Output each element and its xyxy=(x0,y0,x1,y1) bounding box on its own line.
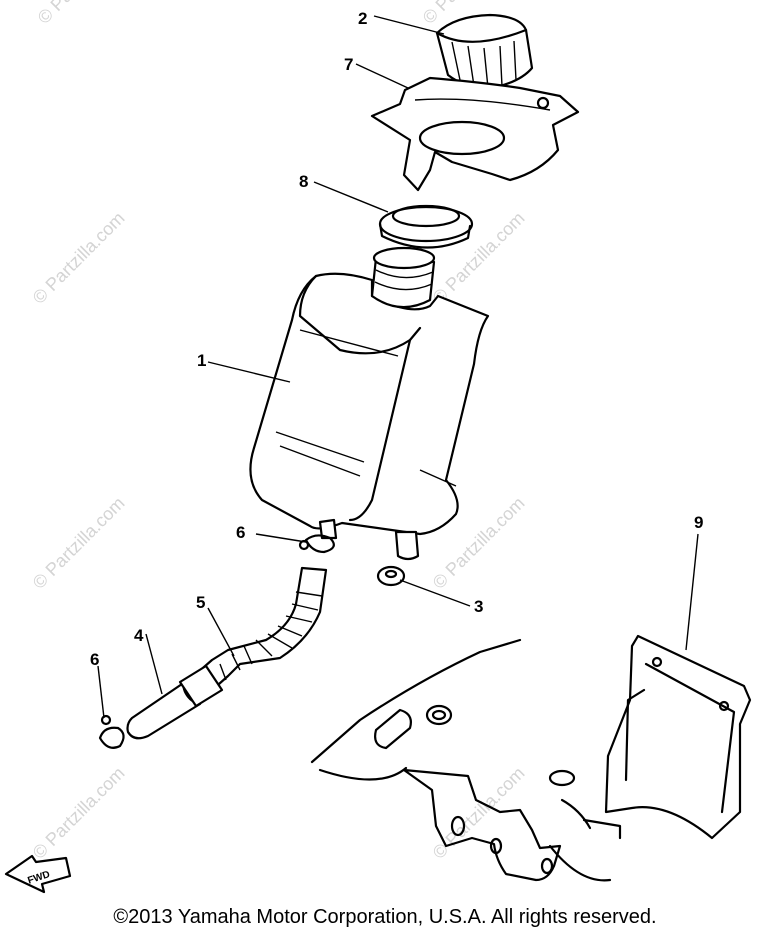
watermark: © Partzilla.com xyxy=(29,208,129,308)
part-hose-clip-lower xyxy=(98,714,125,749)
copyright-notice: ©2013 Yamaha Motor Corporation, U.S.A. A… xyxy=(113,906,657,928)
callout-labels: 1 2 3 4 5 6 6 7 8 9 xyxy=(90,9,703,669)
part-hose-clip-upper xyxy=(298,534,335,554)
callout-6-upper: 6 xyxy=(236,523,245,542)
part-tank-bracket xyxy=(604,634,752,840)
callout-9: 9 xyxy=(694,513,703,532)
part-cap-bracket xyxy=(370,76,580,192)
watermark: © Partzilla.com xyxy=(429,763,529,863)
callout-3: 3 xyxy=(474,597,483,616)
callout-8: 8 xyxy=(299,172,308,191)
callout-1: 1 xyxy=(197,351,206,370)
callout-7: 7 xyxy=(344,55,353,74)
watermark: © Partzilla.com xyxy=(29,493,129,593)
part-oil-pipe xyxy=(126,664,224,740)
part-oil-hose xyxy=(194,566,328,694)
part-washer xyxy=(376,565,406,587)
watermark: © Partzilla.com xyxy=(29,763,129,863)
callout-5: 5 xyxy=(196,593,205,612)
frame-section xyxy=(310,638,622,882)
part-grommet xyxy=(378,204,474,249)
leader-lines xyxy=(97,15,699,719)
forward-arrow-icon: FWD xyxy=(4,854,72,894)
callout-4: 4 xyxy=(134,626,144,645)
callout-2: 2 xyxy=(358,9,367,28)
callout-6-lower: 6 xyxy=(90,650,99,669)
part-oil-tank xyxy=(249,246,490,561)
part-tank-cap xyxy=(435,13,534,89)
watermark: © Partzilla.com xyxy=(34,0,134,28)
